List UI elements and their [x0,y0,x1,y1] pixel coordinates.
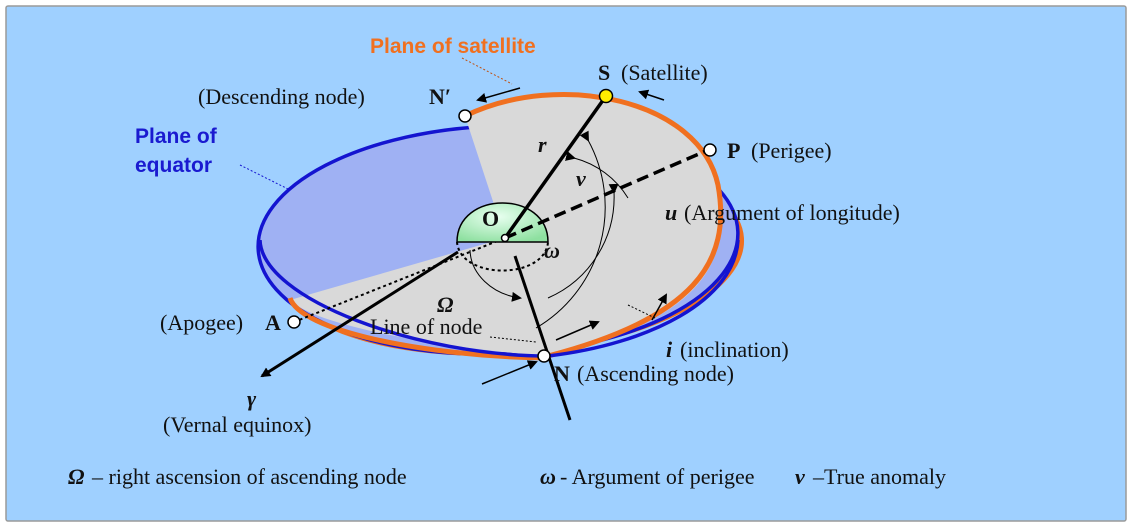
equator-rim-front [547,239,740,358]
leader-plane-equator [239,164,291,191]
ascending-desc: (Ascending node) [577,361,734,386]
satellite-desc: (Satellite) [621,60,708,85]
legend-anomaly-symbol: v [795,464,805,489]
apogee-letter: A [265,310,281,335]
plane-of-equator-label-2: equator [135,154,212,177]
plane-of-equator-label-1: Plane of [135,125,218,148]
line-of-node-label: Line of node [370,314,482,339]
perigee-marker [703,143,717,157]
radius-line [503,94,608,240]
satellite-letter: S [598,60,610,85]
earth-hemisphere [456,202,549,243]
true-anomaly-symbol: v [576,166,586,191]
perigee-arg-symbol: ω [544,238,560,263]
descending-desc: (Descending node) [198,84,365,109]
ascending-node-marker [537,349,551,363]
leader-plane-satellite [461,57,513,85]
arrow-top-left [476,87,521,103]
descending-node-marker [458,109,472,123]
arrow-node-right [555,320,600,341]
inclination-desc: (inclination) [680,337,789,362]
arc-u [535,130,606,329]
ascending-letter: N [554,361,570,386]
apogee-marker [287,315,301,329]
vernal-desc: (Vernal equinox) [163,412,311,437]
arrow-inclination [651,293,667,321]
equator-rim-left [258,239,549,358]
perigee-desc: (Perigee) [751,138,832,163]
arrow-top-right [638,89,665,101]
satellite-plane-rim [463,91,724,359]
radius-symbol: r [538,132,547,157]
satellite-plane-rim-lower [287,296,546,361]
arc-Omega [469,249,522,302]
apogee-line [293,237,506,323]
perigee-line [504,148,709,240]
legend-perigee-symbol: ω [540,464,556,489]
apogee-desc: (Apogee) [160,310,243,335]
arg-longitude-desc: (Argument of longitude) [684,200,900,225]
origin-letter: O [482,206,499,231]
vernal-symbol: γ [247,386,257,411]
origin-marker [500,233,510,243]
arg-longitude-symbol: u [665,200,677,225]
descending-letter: N′ [429,84,451,109]
legend-perigee-text: - Argument of perigee [560,464,754,489]
earth-equator-dotted [456,241,549,272]
raan-symbol: Ω [437,292,454,317]
legend-anomaly-text: –True anomaly [812,464,946,489]
satellite-marker [598,88,614,104]
vernal-equinox-arrow [260,250,459,378]
line-of-nodes [513,255,572,421]
inclination-symbol: i [666,337,673,362]
legend-raan-text: – right ascension of ascending node [91,464,407,489]
perigee-letter: P [727,138,740,163]
arrow-node-left [481,360,538,385]
leader-inclination [627,304,656,319]
legend-raan-symbol: Ω [68,464,85,489]
arc-v [564,151,629,199]
arc-omega [547,183,619,299]
plane-of-satellite-label: Plane of satellite [370,35,536,58]
